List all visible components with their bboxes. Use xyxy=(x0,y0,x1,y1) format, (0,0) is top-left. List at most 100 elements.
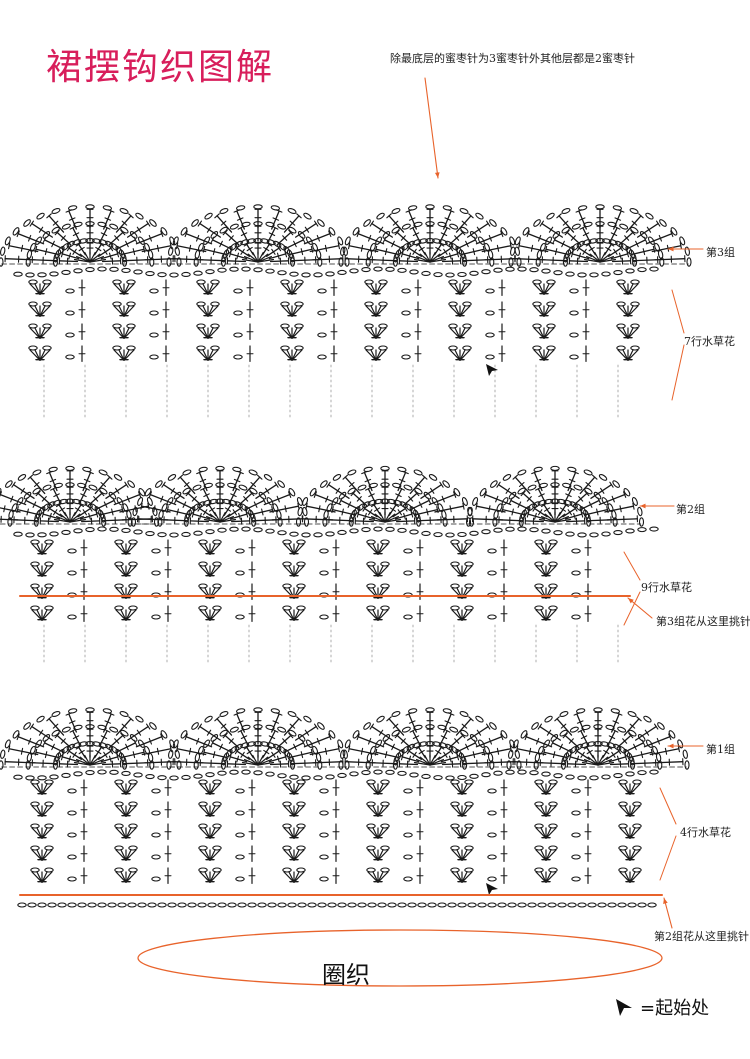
chain-stitch xyxy=(520,509,527,519)
chain-stitch xyxy=(418,741,428,747)
chain-stitch xyxy=(361,267,371,273)
chain-stitch xyxy=(319,548,329,554)
stitch-group xyxy=(0,204,692,362)
chain-stitch xyxy=(437,724,447,731)
chain-stitch xyxy=(290,257,296,267)
chain-stitch xyxy=(409,506,417,515)
chain-stitch xyxy=(44,801,54,807)
chain-stitch xyxy=(128,583,138,589)
chain-stitch xyxy=(30,539,40,545)
double-crochet-stitch xyxy=(58,760,79,768)
chain-stitch xyxy=(349,513,355,523)
double-crochet-stitch xyxy=(396,517,416,525)
chain-stitch xyxy=(380,583,390,589)
water-grass-column xyxy=(366,539,390,621)
chain-stitch xyxy=(319,854,329,860)
chain-stitch xyxy=(71,498,82,505)
chain-stitch xyxy=(485,332,495,338)
chain-stitch xyxy=(0,257,4,267)
double-crochet-stitch xyxy=(31,256,57,264)
double-crochet-stitch xyxy=(441,257,462,265)
chain-stitch xyxy=(460,729,469,737)
chain-stitch xyxy=(569,354,579,360)
chain-stitch xyxy=(469,773,479,779)
chain-stitch xyxy=(182,469,192,476)
chain-stitch xyxy=(508,491,517,500)
double-crochet-stitch xyxy=(460,748,486,759)
chain-stitch xyxy=(294,279,304,285)
chain-stitch xyxy=(366,561,376,567)
chain-stitch xyxy=(618,801,628,807)
chain-stitch xyxy=(319,810,329,816)
chain-stitch xyxy=(363,219,371,227)
double-crochet-stitch xyxy=(590,481,614,499)
double-crochet-stitch xyxy=(101,760,122,768)
double-crochet-stitch xyxy=(301,515,334,523)
chain-stitch xyxy=(30,605,40,611)
chain-stitch xyxy=(401,726,411,733)
double-crochet-stitch xyxy=(630,245,656,256)
chain-stitch xyxy=(588,238,598,244)
double-crochet-stitch xyxy=(231,517,251,525)
chain-stitch xyxy=(151,570,161,576)
chain-stitch xyxy=(212,867,222,873)
chain-stitch xyxy=(36,212,45,220)
chain-stitch xyxy=(219,729,228,737)
chain-stitch xyxy=(361,770,371,776)
chain-stitch xyxy=(102,708,113,714)
chain-stitch xyxy=(168,749,174,759)
note-pointer xyxy=(424,77,440,179)
chain-stitch xyxy=(519,513,525,523)
chain-stitch xyxy=(77,902,87,908)
chain-stitch xyxy=(638,517,645,527)
chain-stitch xyxy=(35,509,42,519)
water-grass-column xyxy=(616,279,640,361)
chain-stitch xyxy=(67,876,77,882)
chain-stitch xyxy=(17,473,27,481)
chain-column xyxy=(569,279,590,362)
chain-stitch xyxy=(260,238,270,244)
chain-stitch xyxy=(114,845,124,851)
chain-stitch xyxy=(65,498,75,504)
chain-stitch xyxy=(228,499,238,506)
chain-stitch xyxy=(187,902,197,908)
chain-stitch xyxy=(571,614,581,620)
chain-stitch xyxy=(577,902,587,908)
chain-stitch xyxy=(176,257,182,267)
chain-stitch xyxy=(619,223,629,230)
chain-stitch xyxy=(583,221,593,228)
chain-stitch xyxy=(577,272,587,278)
chain-stitch xyxy=(313,775,323,781)
chain-stitch xyxy=(219,226,228,234)
chain-stitch xyxy=(42,323,52,329)
chain-stitch xyxy=(489,760,495,770)
double-crochet-stitch xyxy=(544,245,570,256)
chain-column xyxy=(67,779,88,885)
chain-stitch xyxy=(112,279,122,285)
chain-stitch xyxy=(562,257,568,267)
chain-stitch xyxy=(169,739,176,749)
chain-stitch xyxy=(114,823,124,829)
chain-stitch xyxy=(380,539,390,545)
double-crochet-stitch xyxy=(214,213,233,233)
fan-motif xyxy=(166,707,350,770)
fan-motif xyxy=(130,465,310,527)
chain-stitch xyxy=(375,236,383,245)
chain-stitch xyxy=(571,832,581,838)
chain-stitch xyxy=(126,279,136,285)
double-crochet-stitch xyxy=(202,245,228,256)
chain-stitch xyxy=(149,310,159,316)
chain-stitch xyxy=(112,301,122,307)
chain-stitch xyxy=(97,724,107,731)
chain-stitch xyxy=(212,779,222,785)
double-crochet-stitch xyxy=(283,716,302,736)
chain-stitch xyxy=(193,760,199,770)
chain-stitch xyxy=(537,902,547,908)
chain-stitch xyxy=(198,605,208,611)
chain-stitch xyxy=(597,902,607,908)
chain-stitch xyxy=(122,760,128,770)
chain-stitch xyxy=(253,527,263,533)
chain-stitch xyxy=(145,773,155,780)
water-grass-column xyxy=(450,539,474,621)
chain-stitch xyxy=(637,527,647,533)
